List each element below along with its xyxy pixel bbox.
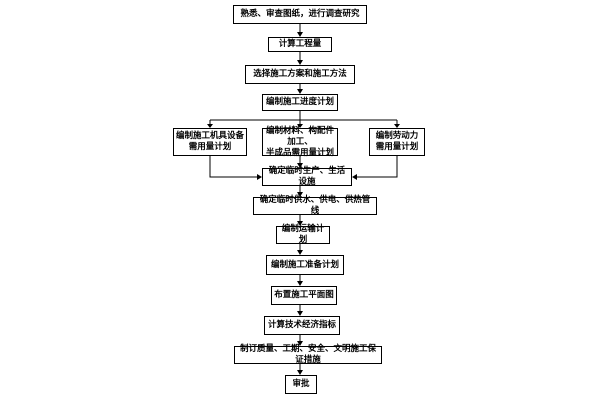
- step-temp-facilities: 确定临时生产、生活设施: [262, 166, 352, 187]
- step-material-plan: 编制材料、构配件加工、 半成品需用量计划: [262, 126, 338, 158]
- arrowhead: [297, 124, 303, 128]
- step-site-layout: 布置施工平面图: [271, 286, 337, 305]
- arrowhead: [297, 32, 303, 37]
- line-merge-left: [209, 156, 260, 178]
- line-merge-right: [354, 156, 398, 178]
- step-utilities: 确定临时供水、供电、供热管线: [253, 195, 377, 216]
- step-schedule: 编制施工进度计划: [262, 94, 338, 111]
- arrowhead: [297, 341, 303, 346]
- arrowhead: [394, 124, 400, 128]
- step-safeguards: 制订质量、工期、安全、文明施工保证措施: [234, 344, 382, 365]
- arrowhead: [297, 311, 303, 316]
- arrowhead: [257, 174, 262, 180]
- step-preparation-plan: 编制施工准备计划: [266, 255, 344, 275]
- arrowhead: [297, 370, 303, 375]
- arrowhead: [297, 281, 303, 286]
- arrowhead: [297, 250, 303, 255]
- step-economic-indicators: 计算技术经济指标: [264, 316, 340, 335]
- step-quantity: 计算工程量: [268, 37, 332, 52]
- step-method: 选择施工方案和施工方法: [245, 65, 355, 84]
- step-survey: 熟悉、审查图纸，进行调查研究: [233, 5, 367, 24]
- arrowhead: [297, 163, 303, 168]
- arrowhead: [352, 174, 357, 180]
- arrowhead: [207, 124, 213, 128]
- step-approval: 审批: [285, 375, 317, 394]
- arrowhead: [297, 60, 303, 65]
- arrowhead: [297, 192, 303, 197]
- step-labor-plan: 编制劳动力 需用量计划: [369, 128, 425, 156]
- arrowhead: [297, 221, 303, 226]
- step-equipment-plan: 编制施工机具设备 需用量计划: [173, 128, 247, 156]
- arrowhead: [297, 89, 303, 94]
- step-transport-plan: 编制运输计划: [276, 224, 330, 245]
